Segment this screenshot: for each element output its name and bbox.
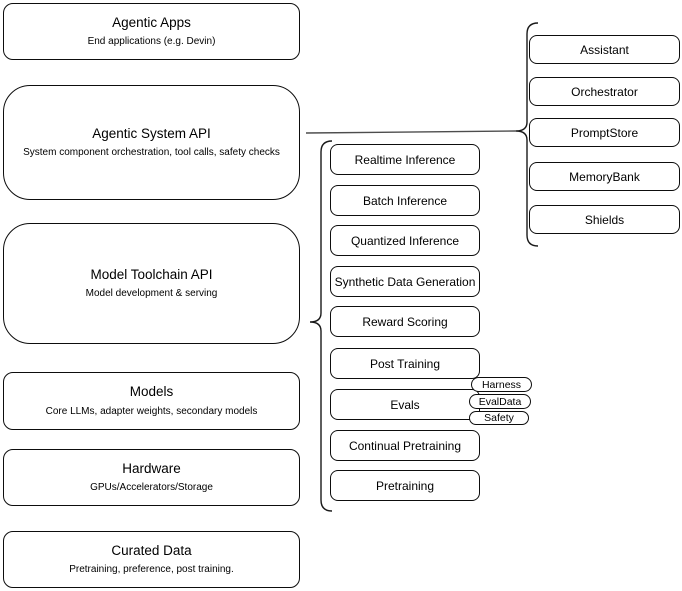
box-continual-pretraining: Continual Pretraining xyxy=(330,430,480,461)
box-synthetic-data-generation: Synthetic Data Generation xyxy=(330,266,480,297)
box-orchestrator: Orchestrator xyxy=(529,77,680,106)
box-title: Agentic Apps xyxy=(112,14,191,30)
tag-evaldata: EvalData xyxy=(469,394,531,409)
box-subtitle: System component orchestration, tool cal… xyxy=(23,147,280,159)
box-batch-inference: Batch Inference xyxy=(330,185,480,216)
box-subtitle: Core LLMs, adapter weights, secondary mo… xyxy=(45,405,258,417)
box-post-training: Post Training xyxy=(330,348,480,379)
box-shields: Shields xyxy=(529,205,680,234)
box-subtitle: GPUs/Accelerators/Storage xyxy=(90,482,213,494)
box-title: Curated Data xyxy=(111,542,192,558)
box-hardware: Hardware GPUs/Accelerators/Storage xyxy=(3,449,300,506)
box-subtitle: Pretraining, preference, post training. xyxy=(69,564,234,576)
box-memorybank: MemoryBank xyxy=(529,162,680,191)
box-reward-scoring: Reward Scoring xyxy=(330,306,480,337)
box-quantized-inference: Quantized Inference xyxy=(330,225,480,256)
box-promptstore: PromptStore xyxy=(529,118,680,147)
system-api-to-right-brace-line xyxy=(305,130,517,134)
box-agentic-system-api: Agentic System API System component orch… xyxy=(3,85,300,200)
box-subtitle: End applications (e.g. Devin) xyxy=(87,36,216,48)
box-curated-data: Curated Data Pretraining, preference, po… xyxy=(3,531,300,588)
box-agentic-apps: Agentic Apps End applications (e.g. Devi… xyxy=(3,3,300,60)
box-title: Model Toolchain API xyxy=(90,266,213,282)
box-title: Models xyxy=(129,384,174,400)
box-title: Hardware xyxy=(122,460,181,476)
middle-column-brace xyxy=(309,140,333,512)
box-realtime-inference: Realtime Inference xyxy=(330,144,480,175)
tag-safety: Safety xyxy=(469,411,529,425)
tag-harness: Harness xyxy=(471,377,532,392)
box-model-toolchain-api: Model Toolchain API Model development & … xyxy=(3,223,300,344)
box-pretraining: Pretraining xyxy=(330,470,480,501)
box-title: Agentic System API xyxy=(92,125,211,141)
box-models: Models Core LLMs, adapter weights, secon… xyxy=(3,372,300,430)
box-evals: Evals xyxy=(330,389,480,420)
box-assistant: Assistant xyxy=(529,35,680,64)
box-subtitle: Model development & serving xyxy=(85,288,218,300)
